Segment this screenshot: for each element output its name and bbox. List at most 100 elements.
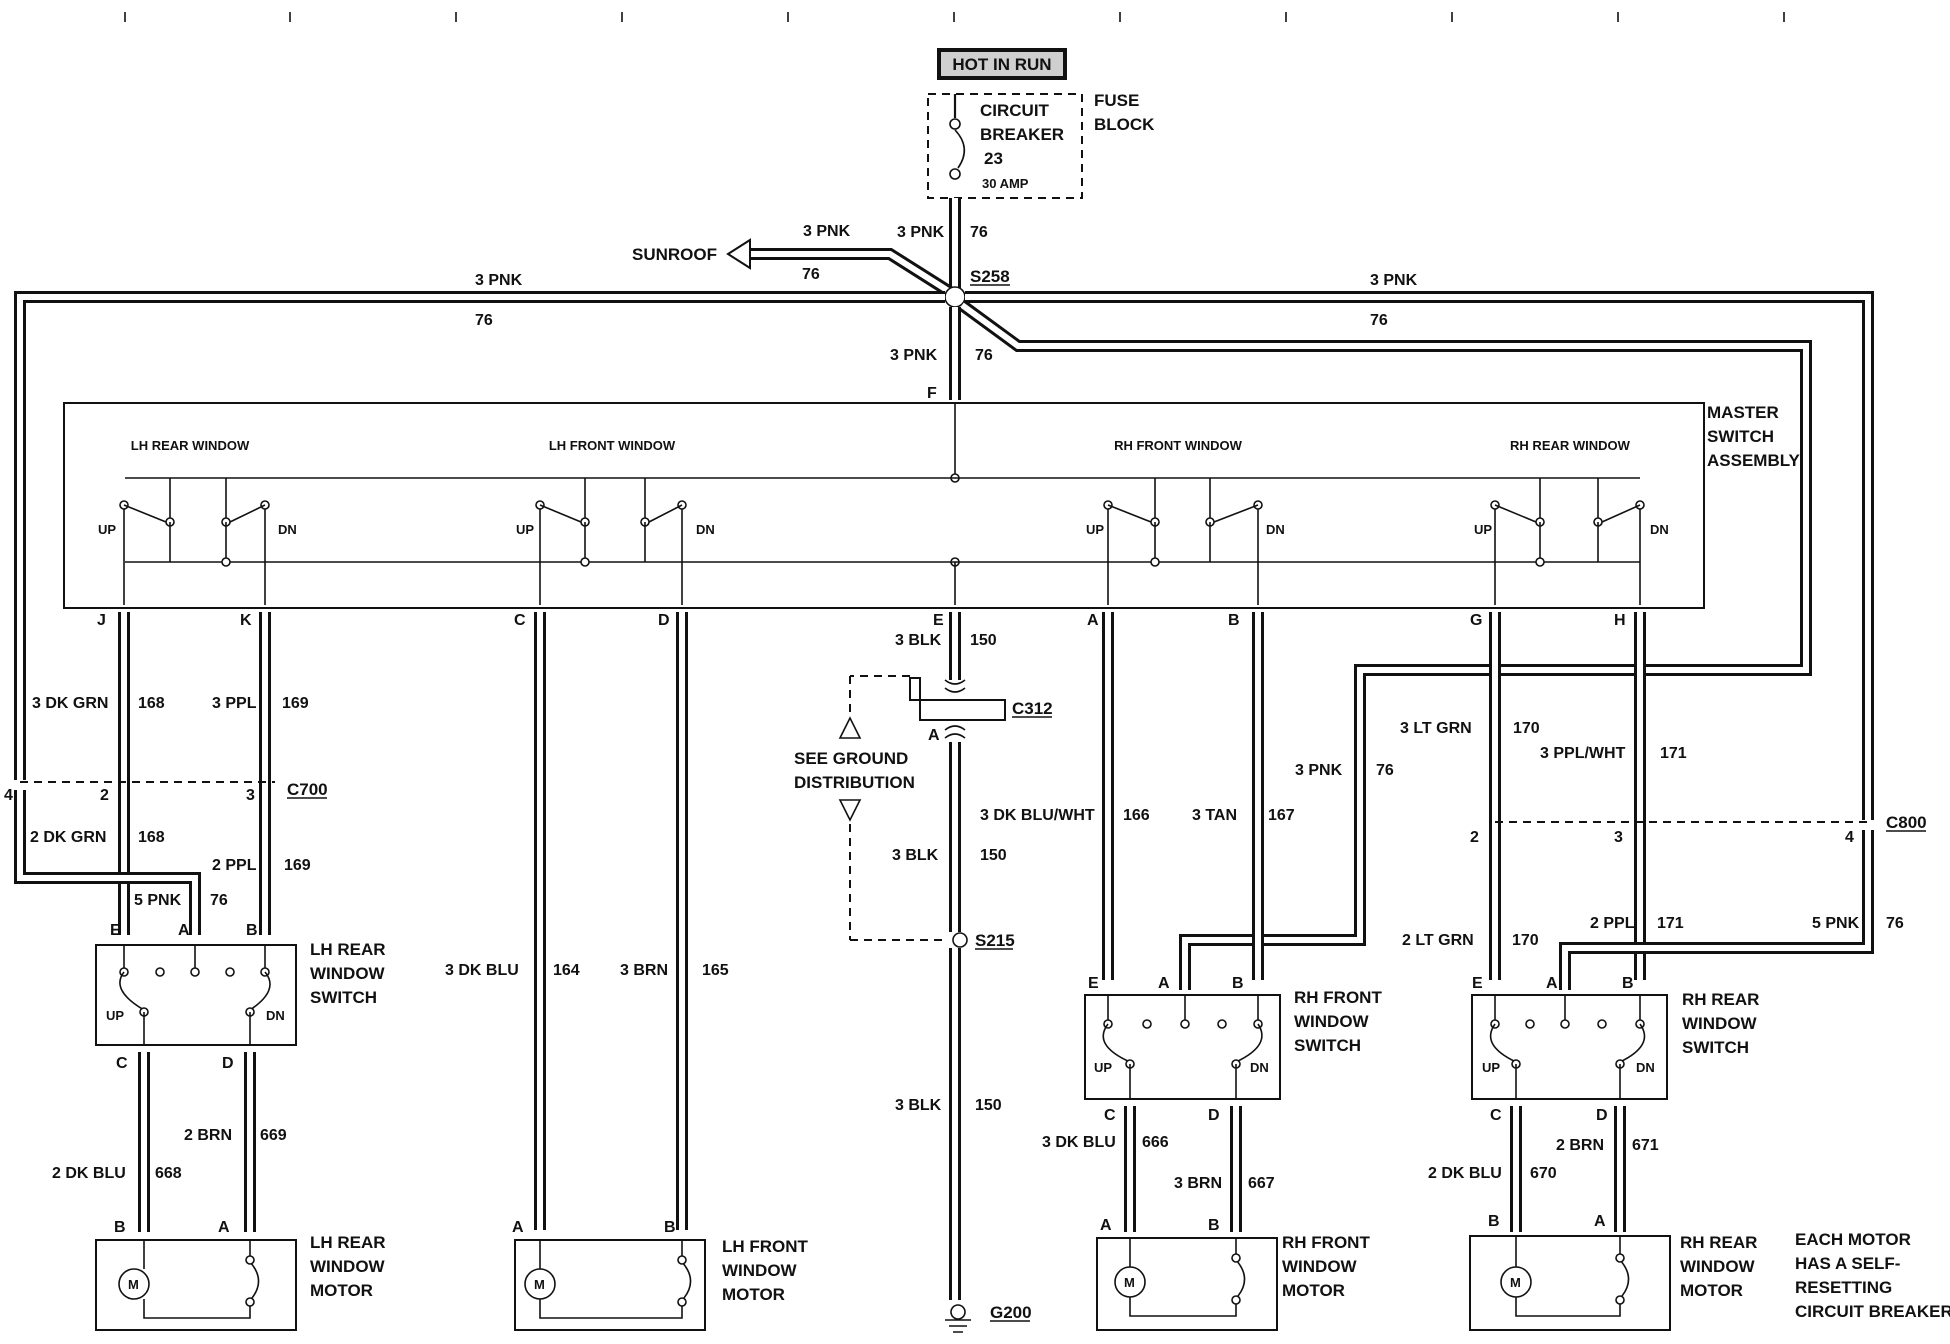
- svg-text:E: E: [1472, 975, 1483, 992]
- svg-text:2 BRN: 2 BRN: [1556, 1137, 1604, 1154]
- svg-text:G: G: [1470, 612, 1482, 629]
- svg-text:76: 76: [475, 312, 493, 329]
- svg-text:C700: C700: [287, 780, 328, 799]
- svg-text:164: 164: [553, 962, 580, 979]
- svg-text:76: 76: [1886, 915, 1904, 932]
- svg-text:D: D: [658, 612, 670, 629]
- connector-c800: 2 3 4 C800: [1470, 813, 1927, 846]
- svg-text:M: M: [534, 1277, 545, 1292]
- svg-text:RESETTING: RESETTING: [1795, 1278, 1892, 1297]
- svg-text:WINDOW: WINDOW: [1682, 1014, 1758, 1033]
- svg-text:RH FRONT WINDOW: RH FRONT WINDOW: [1114, 438, 1243, 453]
- svg-text:G200: G200: [990, 1303, 1032, 1322]
- svg-text:UP: UP: [1094, 1060, 1112, 1075]
- svg-text:DISTRIBUTION: DISTRIBUTION: [794, 773, 915, 792]
- svg-text:CIRCUIT BREAKER: CIRCUIT BREAKER: [1795, 1302, 1950, 1321]
- svg-text:76: 76: [975, 347, 993, 364]
- svg-text:A: A: [928, 727, 940, 744]
- svg-text:RH REAR: RH REAR: [1680, 1233, 1757, 1252]
- svg-text:169: 169: [284, 857, 311, 874]
- svg-text:DN: DN: [278, 522, 297, 537]
- svg-text:166: 166: [1123, 807, 1150, 824]
- svg-text:RH REAR: RH REAR: [1682, 990, 1759, 1009]
- svg-text:3 DK BLU/WHT: 3 DK BLU/WHT: [980, 807, 1095, 824]
- svg-text:2: 2: [1470, 829, 1479, 846]
- svg-text:E: E: [110, 922, 121, 939]
- svg-text:H: H: [1614, 612, 1626, 629]
- svg-text:B: B: [664, 1219, 676, 1236]
- svg-text:B: B: [1622, 975, 1634, 992]
- svg-text:2 DK BLU: 2 DK BLU: [1428, 1165, 1502, 1182]
- top-ticks: [124, 12, 1785, 22]
- svg-text:M: M: [1510, 1275, 1521, 1290]
- svg-text:165: 165: [702, 962, 729, 979]
- svg-text:B: B: [246, 922, 258, 939]
- svg-text:76: 76: [802, 266, 820, 283]
- svg-text:UP: UP: [1474, 522, 1492, 537]
- svg-text:3 LT GRN: 3 LT GRN: [1400, 720, 1472, 737]
- fuse-line-1: FUSE: [1094, 91, 1139, 110]
- switch-pair-rh-front: UP DN: [1086, 478, 1285, 605]
- svg-text:E: E: [933, 612, 944, 629]
- master-feed-wire: 3 PNK 76: [890, 307, 993, 400]
- svg-text:WINDOW: WINDOW: [722, 1261, 798, 1280]
- svg-text:SUNROOF: SUNROOF: [632, 245, 717, 264]
- svg-text:LH REAR: LH REAR: [310, 940, 386, 959]
- svg-text:M: M: [1124, 1275, 1135, 1290]
- svg-text:3 DK GRN: 3 DK GRN: [32, 695, 108, 712]
- svg-text:DN: DN: [1266, 522, 1285, 537]
- breaker-line-2: BREAKER: [980, 125, 1064, 144]
- svg-text:B: B: [1232, 975, 1244, 992]
- breaker-number: 23: [984, 149, 1003, 168]
- svg-text:3 DK BLU: 3 DK BLU: [445, 962, 519, 979]
- svg-text:3: 3: [1614, 829, 1623, 846]
- svg-text:SWITCH: SWITCH: [1682, 1038, 1749, 1057]
- svg-text:167: 167: [1268, 807, 1295, 824]
- svg-text:A: A: [1158, 975, 1170, 992]
- svg-text:WINDOW: WINDOW: [1680, 1257, 1756, 1276]
- svg-text:B: B: [1228, 612, 1240, 629]
- svg-text:170: 170: [1513, 720, 1540, 737]
- svg-text:169: 169: [282, 695, 309, 712]
- breaker-amp: 30 AMP: [982, 176, 1029, 191]
- svg-text:3 PNK: 3 PNK: [475, 272, 523, 289]
- svg-text:76: 76: [970, 224, 988, 241]
- svg-text:3 PNK: 3 PNK: [890, 347, 938, 364]
- svg-text:3 PPL/WHT: 3 PPL/WHT: [1540, 745, 1626, 762]
- svg-text:168: 168: [138, 829, 165, 846]
- sunroof-branch: SUNROOF 3 PNK 76: [632, 223, 954, 298]
- svg-text:C: C: [1104, 1107, 1116, 1124]
- svg-text:MOTOR: MOTOR: [1282, 1281, 1345, 1300]
- svg-text:RH FRONT: RH FRONT: [1282, 1233, 1370, 1252]
- svg-text:SWITCH: SWITCH: [1707, 427, 1774, 446]
- svg-text:3 BRN: 3 BRN: [1174, 1175, 1222, 1192]
- svg-text:76: 76: [1370, 312, 1388, 329]
- svg-text:668: 668: [155, 1165, 182, 1182]
- svg-text:2: 2: [100, 787, 109, 804]
- breaker-line-1: CIRCUIT: [980, 101, 1050, 120]
- svg-text:S215: S215: [975, 931, 1015, 950]
- svg-text:MASTER: MASTER: [1707, 403, 1779, 422]
- svg-text:MOTOR: MOTOR: [722, 1285, 785, 1304]
- svg-text:ASSEMBLY: ASSEMBLY: [1707, 451, 1801, 470]
- feed-wire: 3 PNK 76: [897, 198, 988, 290]
- svg-text:150: 150: [975, 1097, 1002, 1114]
- svg-text:SWITCH: SWITCH: [1294, 1036, 1361, 1055]
- svg-text:670: 670: [1530, 1165, 1557, 1182]
- svg-text:C312: C312: [1012, 699, 1053, 718]
- svg-text:3 PNK: 3 PNK: [1295, 762, 1343, 779]
- svg-text:D: D: [222, 1055, 234, 1072]
- switch-pair-rh-rear: UP DN: [1474, 478, 1669, 605]
- svg-text:LH REAR: LH REAR: [310, 1233, 386, 1252]
- svg-text:A: A: [1546, 975, 1558, 992]
- svg-text:DN: DN: [1636, 1060, 1655, 1075]
- svg-text:EACH MOTOR: EACH MOTOR: [1795, 1230, 1911, 1249]
- svg-text:3 PNK: 3 PNK: [897, 224, 945, 241]
- svg-text:76: 76: [210, 892, 228, 909]
- lh-front-motor: A B M LH FRONT WINDOW MOTOR: [512, 1219, 809, 1331]
- svg-text:RH REAR WINDOW: RH REAR WINDOW: [1510, 438, 1631, 453]
- svg-text:669: 669: [260, 1127, 287, 1144]
